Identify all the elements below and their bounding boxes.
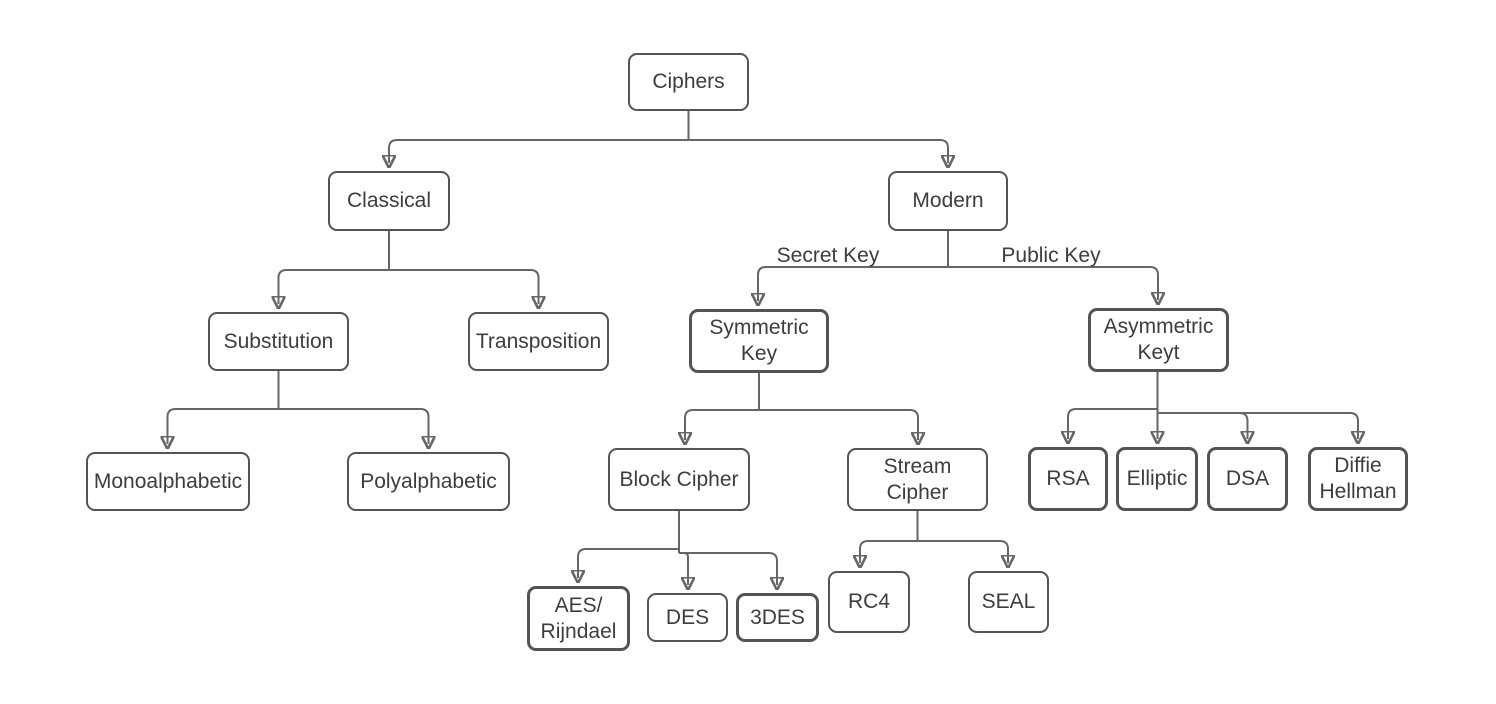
edge-classical-transposition (389, 269, 539, 304)
edge-stream-seal (917, 540, 1009, 563)
edge-asymmetric-dsa (1157, 412, 1248, 439)
edge-stream-rc4 (860, 540, 918, 563)
edge-block-aes (578, 548, 679, 578)
edge-asymmetric-rsa (1068, 408, 1158, 439)
node-dsa: DSA (1207, 447, 1288, 511)
node-diffie-hellman: Diffie Hellman (1308, 447, 1408, 511)
node-symmetric-key: Symmetric Key (689, 309, 829, 373)
edge-symmetric-stream (759, 409, 918, 440)
edge-block-3des (679, 552, 777, 585)
node-substitution: Substitution (208, 312, 349, 371)
node-seal: SEAL (968, 571, 1049, 633)
node-polyalphabetic: Polyalphabetic (347, 452, 510, 511)
node-aes-rijndael: AES/ Rijndael (527, 586, 630, 651)
edge-substitution-monoalphabetic (168, 408, 279, 444)
node-stream-cipher: Stream Cipher (847, 448, 988, 511)
node-des: DES (647, 593, 728, 642)
edge-asymmetric-diffie (1157, 412, 1359, 439)
node-modern: Modern (888, 171, 1008, 231)
edge-label-public-key: Public Key (1001, 244, 1101, 267)
edge-block-des (679, 552, 688, 585)
node-classical: Classical (328, 171, 450, 231)
edge-label-secret-key: Secret Key (776, 244, 880, 267)
node-transposition: Transposition (468, 312, 609, 371)
node-monoalphabetic: Monoalphabetic (86, 452, 250, 511)
node-block-cipher: Block Cipher (608, 448, 750, 511)
edge-classical-substitution (279, 269, 389, 304)
node-asymmetric-key: Asymmetric Keyt (1088, 308, 1229, 372)
node-3des: 3DES (736, 593, 819, 642)
node-elliptic: Elliptic (1116, 447, 1198, 511)
edge-modern-symmetric (758, 266, 948, 301)
edge-ciphers-modern (688, 139, 949, 163)
node-rsa: RSA (1028, 447, 1108, 511)
edge-substitution-polyalphabetic (278, 408, 429, 444)
node-rc4: RC4 (828, 571, 910, 633)
node-ciphers: Ciphers (628, 53, 749, 111)
edge-symmetric-block (685, 409, 759, 440)
edge-modern-asymmetric (948, 266, 1158, 300)
edge-ciphers-classical (389, 139, 689, 163)
